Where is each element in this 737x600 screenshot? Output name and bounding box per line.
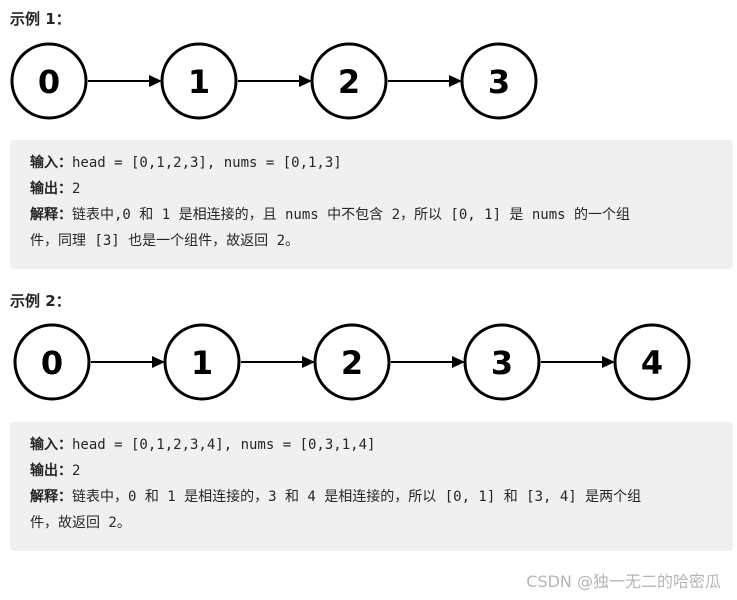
output-label: 输出： [30,181,72,197]
example-2-title: 示例 2： [10,292,71,310]
list-node-3: 3 [463,323,541,401]
svg-text:3: 3 [491,344,513,382]
list-node-1: 1 [163,323,241,401]
output-label: 输出： [30,463,72,479]
explanation-line-2: 件，故返回 2。 [30,510,713,536]
csdn-watermark: CSDN @独一无二的哈密瓜 [526,572,721,591]
input-line: 输入：head = [0,1,2,3], nums = [0,1,3] [30,150,713,176]
svg-text:1: 1 [188,63,210,101]
input-label: 输入： [30,155,72,171]
svg-text:0: 0 [41,344,63,382]
input-label: 输入： [30,437,72,453]
example-1-code-block: 输入：head = [0,1,2,3], nums = [0,1,3] 输出：2… [10,140,733,269]
input-value: head = [0,1,2,3], nums = [0,1,3] [72,155,342,171]
output-value: 2 [72,181,81,197]
explanation-text-1: 链表中，0 和 1 是相连接的，3 和 4 是相连接的，所以 [0, 1] 和 … [72,489,642,505]
list-node-4: 4 [613,323,691,401]
svg-text:0: 0 [38,63,60,101]
example-2-code-block: 输入：head = [0,1,2,3,4], nums = [0,3,1,4] … [10,422,733,551]
linked-list-diagram-1: 0 1 2 3 [10,42,538,120]
svg-text:2: 2 [341,344,363,382]
arrow-2-3 [391,356,465,368]
output-line: 输出：2 [30,176,713,202]
output-value: 2 [72,463,81,479]
explanation-label: 解释： [30,489,72,505]
explanation-text-2: 件，故返回 2。 [30,515,131,531]
explanation-line-2: 件，同理 [3] 也是一个组件，故返回 2。 [30,228,713,254]
list-node-1: 1 [160,42,238,120]
arrow-3-4 [541,356,615,368]
svg-text:4: 4 [641,344,663,382]
list-node-2: 2 [310,42,388,120]
svg-text:2: 2 [338,63,360,101]
explanation-line: 解释：链表中,0 和 1 是相连接的，且 nums 中不包含 2，所以 [0, … [30,202,713,228]
linked-list-diagram-2: 0 1 2 3 4 [13,323,691,401]
output-line: 输出：2 [30,458,713,484]
list-node-0: 0 [13,323,91,401]
explanation-text-1: 链表中,0 和 1 是相连接的，且 nums 中不包含 2，所以 [0, 1] … [72,207,631,223]
svg-text:1: 1 [191,344,213,382]
explanation-line: 解释：链表中，0 和 1 是相连接的，3 和 4 是相连接的，所以 [0, 1]… [30,484,713,510]
explanation-text-2: 件，同理 [3] 也是一个组件，故返回 2。 [30,233,300,249]
input-line: 输入：head = [0,1,2,3,4], nums = [0,3,1,4] [30,432,713,458]
arrow-2-3 [388,75,462,87]
explanation-label: 解释： [30,207,72,223]
list-node-0: 0 [10,42,88,120]
arrow-1-2 [241,356,315,368]
arrow-0-1 [88,75,162,87]
example-1-title: 示例 1： [10,10,71,28]
input-value: head = [0,1,2,3,4], nums = [0,3,1,4] [72,437,376,453]
list-node-3: 3 [460,42,538,120]
arrow-0-1 [91,356,165,368]
arrow-1-2 [238,75,312,87]
list-node-2: 2 [313,323,391,401]
svg-text:3: 3 [488,63,510,101]
